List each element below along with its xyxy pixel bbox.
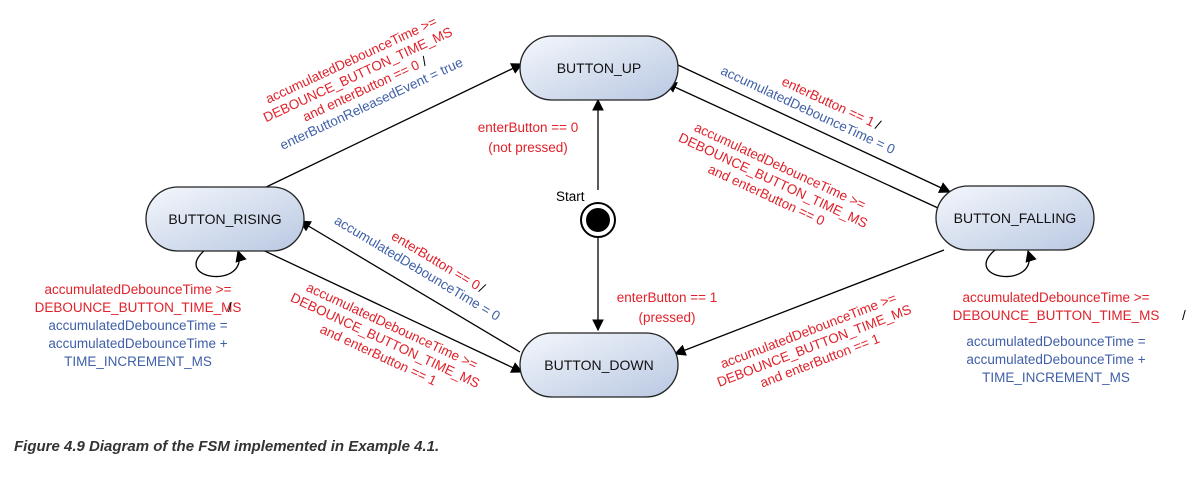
label-falling-to-down: accumulatedDebounceTime >= DEBOUNCE_BUTT… bbox=[715, 290, 913, 390]
edge-rising-to-down bbox=[251, 244, 524, 373]
state-button-falling: BUTTON_FALLING bbox=[935, 185, 1095, 251]
label-rising-self-action3: TIME_INCREMENT_MS bbox=[64, 354, 212, 369]
label-rising-self-action2: accumulatedDebounceTime + bbox=[48, 336, 227, 351]
start-node bbox=[580, 202, 616, 238]
label-up-to-falling-sep: / bbox=[873, 117, 883, 132]
label-start-to-up-line2: (not pressed) bbox=[488, 140, 568, 155]
edge-falling-to-up bbox=[664, 82, 939, 209]
state-label-falling: BUTTON_FALLING bbox=[954, 210, 1077, 226]
label-rising-to-up-sep: / bbox=[419, 54, 429, 69]
label-rising-self-line1: accumulatedDebounceTime >= bbox=[44, 282, 231, 297]
label-start-to-up-line1: enterButton == 0 bbox=[478, 120, 579, 135]
edge-rising-self-loop bbox=[195, 249, 247, 278]
state-button-down: BUTTON_DOWN bbox=[519, 332, 679, 398]
label-rising-self-sep: / bbox=[228, 300, 232, 315]
label-rising-to-down-line2: DEBOUNCE_BUTTON_TIME_MS bbox=[288, 290, 482, 391]
label-rising-self-line2: DEBOUNCE_BUTTON_TIME_MS bbox=[35, 300, 242, 315]
label-up-to-falling: enterButton == 1 / accumulatedDebounceTi… bbox=[718, 63, 897, 157]
label-start-to-down-line2: (pressed) bbox=[638, 310, 695, 325]
label-down-to-rising-sep: / bbox=[477, 281, 488, 296]
label-rising-to-up: accumulatedDebounceTime >= DEBOUNCE_BUTT… bbox=[261, 14, 465, 153]
fsm-diagram: BUTTON_UP BUTTON_RISING BUTTON_FALLING B… bbox=[35, 14, 1186, 398]
edge-up-to-falling bbox=[677, 64, 952, 193]
edge-rising-to-up bbox=[259, 63, 524, 191]
label-falling-to-up-line2: DEBOUNCE_BUTTON_TIME_MS bbox=[676, 130, 870, 231]
label-falling-self-action1: accumulatedDebounceTime = bbox=[966, 334, 1145, 349]
state-button-up: BUTTON_UP bbox=[519, 35, 679, 101]
figure-caption: Figure 4.9 Diagram of the FSM implemente… bbox=[14, 438, 440, 455]
state-button-rising: BUTTON_RISING bbox=[145, 186, 305, 252]
edge-falling-to-down bbox=[673, 249, 945, 356]
label-falling-self-action3: TIME_INCREMENT_MS bbox=[982, 370, 1130, 385]
label-rising-self-action1: accumulatedDebounceTime = bbox=[48, 318, 227, 333]
label-falling-to-down-line2: DEBOUNCE_BUTTON_TIME_MS bbox=[715, 302, 913, 390]
state-label-down: BUTTON_DOWN bbox=[544, 357, 653, 373]
label-falling-self-sep: / bbox=[1182, 308, 1186, 323]
label-falling-self-action2: accumulatedDebounceTime + bbox=[966, 352, 1145, 367]
label-falling-self-line1: accumulatedDebounceTime >= bbox=[962, 290, 1149, 305]
edge-falling-self-loop bbox=[985, 249, 1037, 278]
label-rising-self: accumulatedDebounceTime >= DEBOUNCE_BUTT… bbox=[35, 282, 242, 369]
edge-down-to-rising bbox=[298, 220, 521, 353]
state-label-rising: BUTTON_RISING bbox=[168, 211, 281, 227]
start-label: Start bbox=[556, 189, 585, 204]
state-label-up: BUTTON_UP bbox=[557, 60, 642, 76]
label-start-to-down-line1: enterButton == 1 bbox=[617, 290, 718, 305]
label-falling-self-line2: DEBOUNCE_BUTTON_TIME_MS bbox=[953, 308, 1160, 323]
label-falling-self: accumulatedDebounceTime >= DEBOUNCE_BUTT… bbox=[953, 290, 1186, 385]
